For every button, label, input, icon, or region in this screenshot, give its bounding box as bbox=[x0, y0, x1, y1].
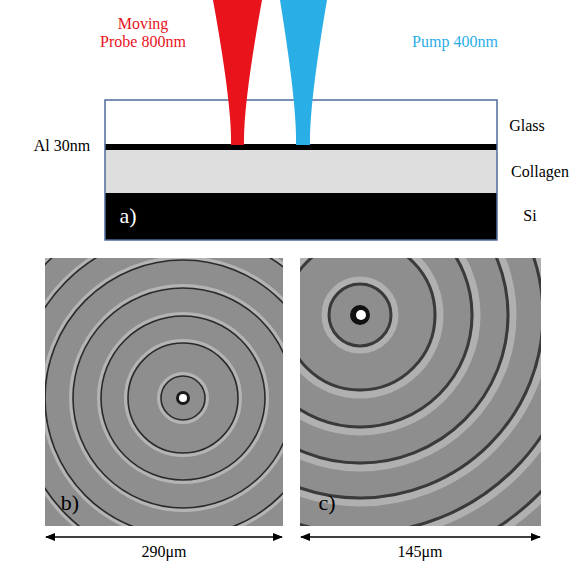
probe-beam bbox=[213, 0, 262, 145]
scale-label: 290μm bbox=[141, 543, 186, 561]
pump-spot bbox=[350, 305, 370, 325]
silicon-substrate bbox=[105, 193, 497, 240]
pump-spot-core bbox=[179, 394, 187, 402]
layer-label: Glass bbox=[509, 117, 545, 135]
pump-spot bbox=[176, 391, 190, 405]
panel-letter: c) bbox=[318, 491, 335, 515]
scale-arrow bbox=[46, 536, 282, 537]
pump-spot-core bbox=[356, 310, 366, 320]
layer-label: Al 30nm bbox=[34, 137, 90, 155]
layer-label: Collagen bbox=[511, 163, 569, 181]
scale-arrow bbox=[301, 536, 540, 537]
beam-label: Moving Probe 800nm bbox=[99, 15, 188, 50]
beam-label: Pump 400nm bbox=[412, 33, 498, 51]
scale-label: 145μm bbox=[397, 543, 442, 561]
image-panel bbox=[45, 258, 283, 526]
ring-pattern bbox=[300, 258, 541, 526]
collagen-layer bbox=[105, 150, 497, 193]
panel-letter: b) bbox=[61, 491, 79, 515]
ring-pattern bbox=[45, 258, 283, 526]
pump-beam bbox=[280, 0, 327, 145]
layer-label: Si bbox=[523, 207, 536, 225]
panel-letter: a) bbox=[119, 204, 136, 228]
